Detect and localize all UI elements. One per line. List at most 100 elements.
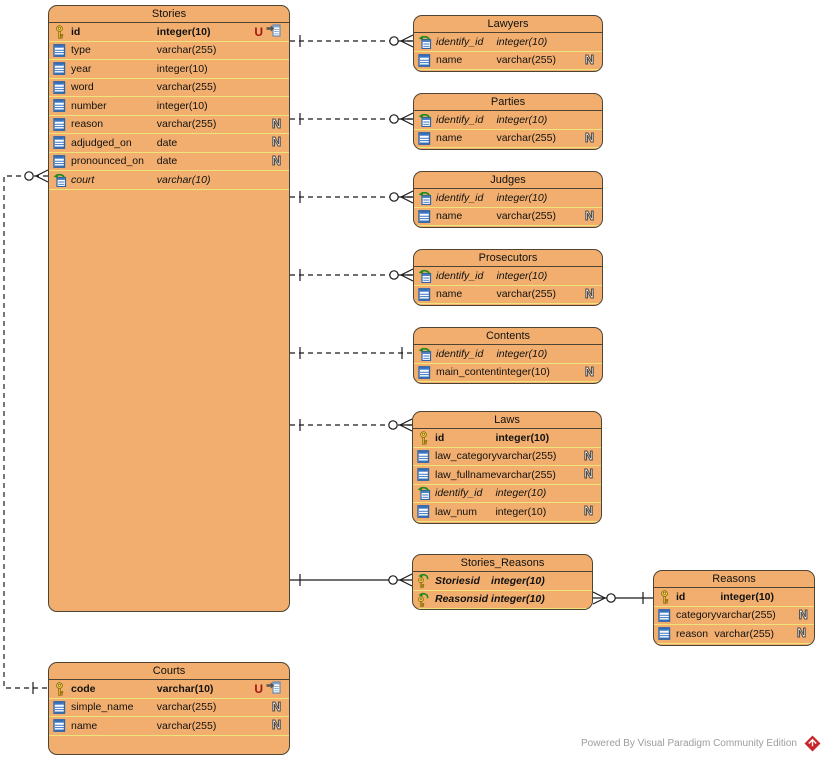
column-icon (49, 153, 69, 171)
column-icon (413, 466, 433, 484)
column-name: name (436, 54, 463, 67)
column-markers: N (561, 467, 601, 481)
column-name: id (676, 590, 686, 603)
column-icon (414, 364, 434, 382)
column-row[interactable]: id integer(10) (413, 429, 601, 448)
column-markers: N (562, 287, 602, 301)
column-name: name (436, 210, 463, 223)
column-type: date (156, 136, 178, 149)
column-name: pronounced_on (71, 155, 144, 168)
column-icon (49, 134, 69, 152)
pk-fk-icon (413, 572, 433, 590)
column-name: identify_id (436, 191, 484, 204)
rel-courts-stories[interactable] (3, 169, 49, 694)
fk-icon (414, 33, 434, 51)
nullable-marker: N (584, 364, 594, 379)
rel-stories-lawyers[interactable] (290, 34, 414, 48)
rel-stories-contents[interactable] (290, 347, 413, 359)
rel-stories-storiesreasons[interactable] (290, 573, 413, 587)
entity-title: Judges (414, 172, 602, 189)
column-icon (49, 97, 69, 115)
column-name: identify_id (436, 113, 484, 126)
rel-stories-prosecutors[interactable] (290, 268, 414, 282)
column-name: code (71, 682, 96, 695)
column-name: identify_id (436, 35, 484, 48)
fk-icon (414, 111, 434, 129)
pk-fk-icon (413, 591, 433, 609)
column-name: law_num (435, 505, 478, 518)
rel-stories-parties[interactable] (290, 112, 414, 126)
column-type: integer(10) (156, 99, 208, 112)
column-type: integer(10) (495, 431, 550, 444)
visual-paradigm-logo-icon (804, 735, 821, 752)
entity-title: Lawyers (414, 16, 602, 33)
column-name: main_content (436, 366, 500, 379)
column-type: varchar(255) (714, 627, 774, 640)
column-icon (414, 130, 434, 148)
rel-stories-laws[interactable] (290, 418, 413, 432)
pk-icon (49, 680, 69, 698)
column-type: integer(10) (495, 487, 547, 500)
rel-stories-judges[interactable] (290, 190, 414, 204)
column-icon (49, 717, 69, 735)
column-type: integer(10) (491, 593, 545, 606)
column-name: number (71, 99, 107, 112)
column-icon (654, 607, 674, 625)
column-type: integer(10) (499, 366, 550, 379)
column-name: year (71, 62, 92, 75)
column-row[interactable]: number integer(10) (49, 97, 289, 116)
entity-title: Contents (414, 328, 602, 345)
column-name: reason (676, 627, 709, 640)
column-type: varchar(255) (156, 44, 217, 57)
column-name: id (435, 431, 445, 444)
column-icon (414, 286, 434, 304)
rel-storiesreasons-reasons[interactable] (592, 591, 653, 605)
nullable-marker: N (271, 135, 281, 150)
column-markers: N (562, 131, 602, 145)
column-markers: N (562, 364, 602, 379)
